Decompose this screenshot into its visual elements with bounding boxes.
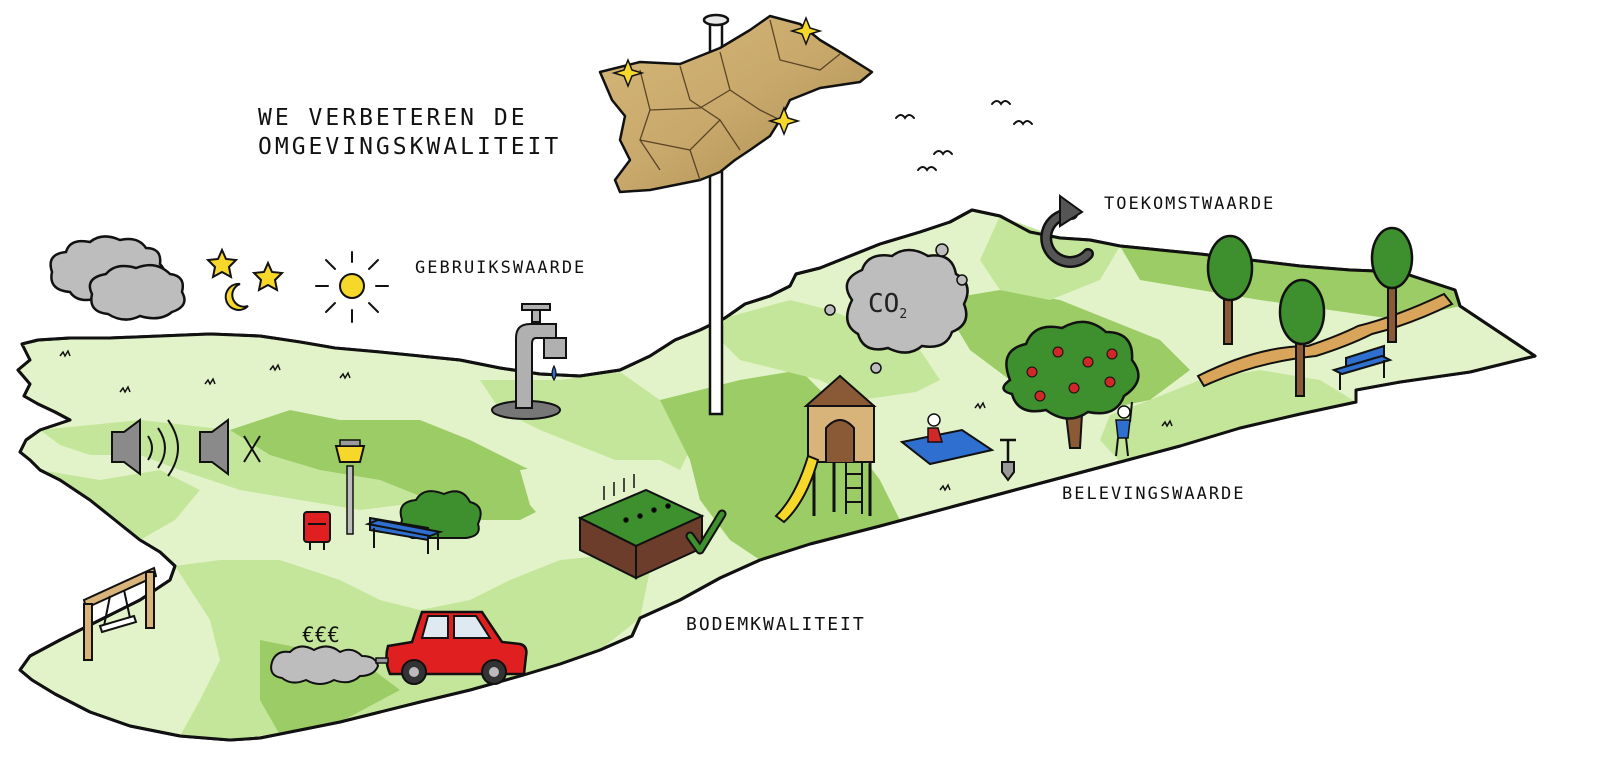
person-icon [1115, 401, 1133, 457]
land-patch [18, 334, 420, 390]
grass-tufts [59, 349, 1173, 492]
bench-icon [1331, 344, 1393, 390]
co2-label: CO2 [868, 288, 907, 323]
star-icon [205, 247, 239, 279]
bird-icon [895, 100, 1033, 172]
person-icon [927, 413, 943, 443]
tree-icon [1206, 234, 1254, 345]
street-lamp-icon [334, 439, 366, 535]
land-patch [720, 300, 940, 400]
checkmark-icon [685, 509, 727, 555]
label-gebruikswaarde: GEBRUIKSWAARDE [415, 258, 587, 278]
apple-tree-icon [1002, 320, 1140, 449]
euro-cost-label: €€€ [302, 623, 340, 647]
land-patch [40, 470, 200, 540]
water-tap-icon [491, 303, 567, 420]
swing-icon [82, 566, 158, 661]
tree-icon [1370, 226, 1414, 343]
moon-icon [224, 282, 249, 311]
car-icon [375, 610, 528, 685]
mailbox-icon [303, 511, 331, 550]
exhaust-smoke-icon [270, 645, 380, 685]
land-patch [1120, 246, 1460, 320]
shovel-icon [1000, 438, 1016, 482]
land-patch [1100, 370, 1356, 462]
slide-icon [774, 454, 820, 524]
headline-line-1: WE VERBETEREN DE [258, 105, 528, 131]
land-patch [480, 372, 700, 470]
co2-subscript: 2 [899, 307, 908, 323]
tree-icon [1278, 278, 1326, 397]
label-toekomstwaarde: TOEKOMSTWAARDE [1104, 194, 1276, 214]
land-patch [230, 410, 560, 520]
refresh-arrow-icon [1040, 194, 1094, 268]
cloud-icon [49, 235, 186, 321]
label-bodemkwaliteit: BODEMKWALITEIT [686, 614, 866, 635]
page-title: WE VERBETEREN DE OMGEVINGSKWALITEIT [258, 104, 561, 162]
speaker-mute-icon [199, 418, 261, 476]
bench-icon [364, 516, 444, 554]
headline-line-2: OMGEVINGSKWALITEIT [258, 133, 562, 160]
label-belevingswaarde: BELEVINGSWAARDE [1062, 484, 1246, 504]
picnic-blanket-icon [899, 428, 995, 466]
soil-block-icon [577, 474, 705, 580]
co2-cloud-icon [824, 243, 969, 374]
municipality-map-flag-icon [598, 14, 874, 194]
co2-text: CO [868, 289, 900, 319]
speaker-icon [111, 418, 179, 477]
playground-tower-icon [803, 374, 877, 516]
sun-icon [315, 251, 389, 323]
land-outline [16, 208, 1537, 742]
star-icon [251, 260, 285, 292]
